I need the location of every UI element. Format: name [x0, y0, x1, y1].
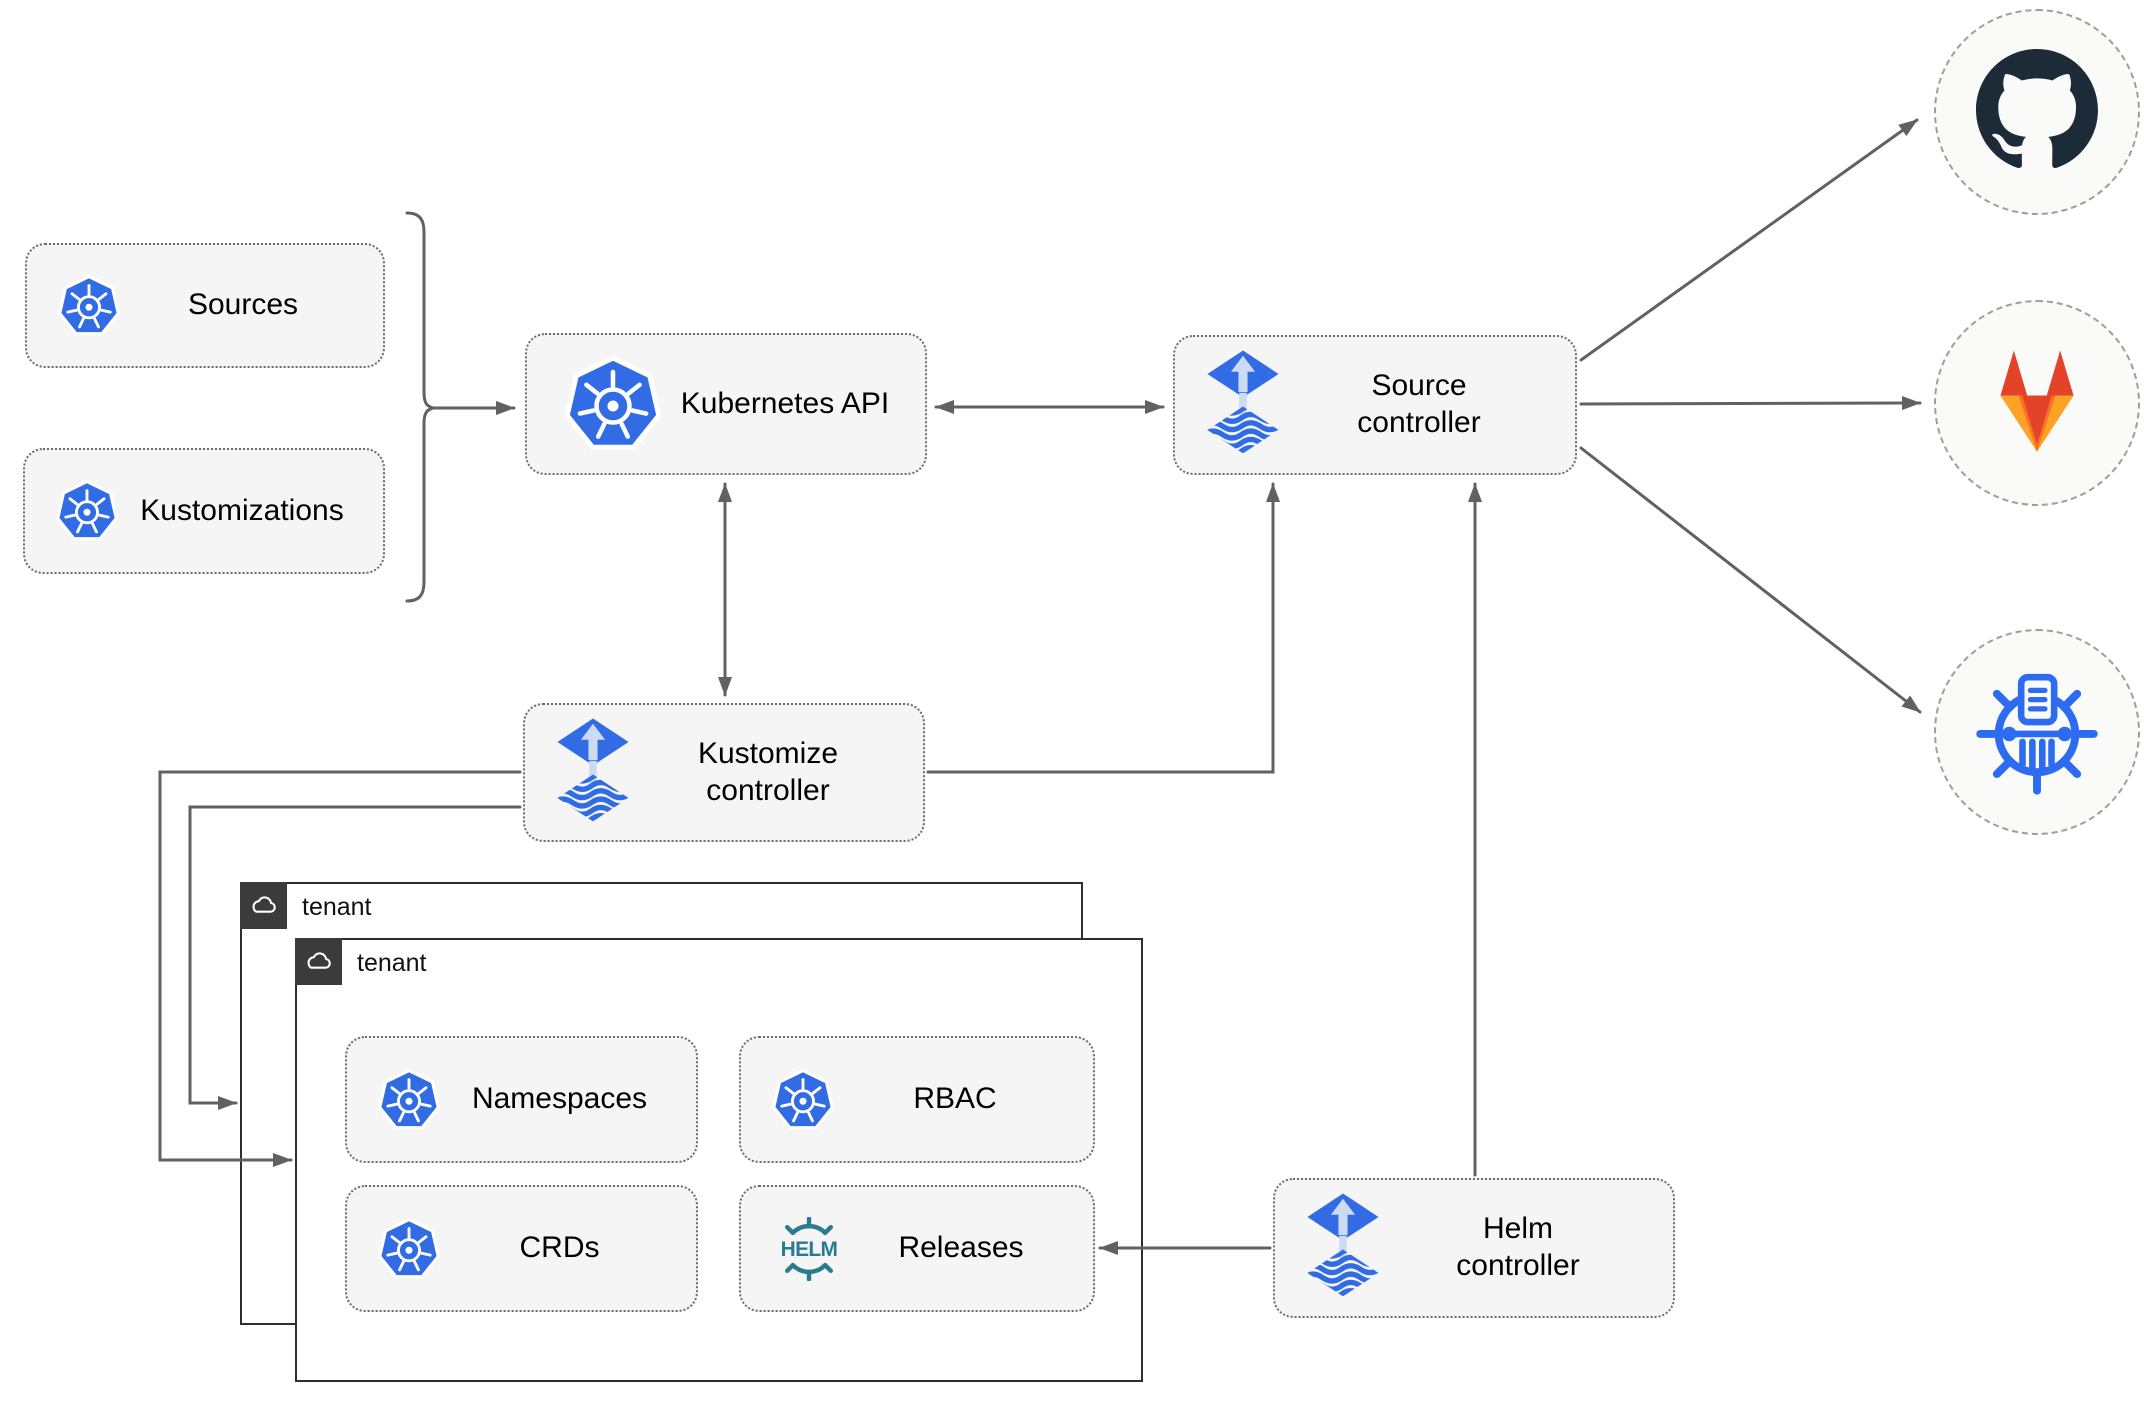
node-kustomize-controller: Kustomize controller	[523, 703, 925, 842]
node-kustomizations: Kustomizations	[23, 448, 385, 574]
edge-kustomize-to-source-controller	[926, 482, 1280, 774]
node-label: Helm controller	[1456, 1212, 1580, 1282]
cloud-icon	[294, 937, 342, 985]
gitlab-icon	[1976, 342, 2098, 464]
remote-github	[1934, 9, 2140, 215]
tenant-label: tenant	[302, 893, 372, 921]
helm-logo-text: HELM	[781, 1237, 838, 1260]
brace-sources-group	[405, 211, 439, 603]
node-label: Sources	[187, 288, 299, 322]
node-crds: CRDs	[345, 1185, 698, 1312]
remote-helm-repository	[1934, 629, 2140, 835]
remote-gitlab	[1934, 300, 2140, 506]
helm-repository-icon	[1971, 664, 2103, 801]
node-kubernetes-api: Kubernetes API	[525, 333, 927, 475]
node-rbac: RBAC	[739, 1036, 1095, 1163]
flux-icon	[555, 717, 631, 829]
node-helm-controller: Helm controller	[1273, 1178, 1675, 1318]
kubernetes-icon	[55, 479, 119, 543]
tenant-label: tenant	[357, 949, 427, 977]
flux-icon	[1205, 349, 1281, 461]
edge-source-to-helm-repository	[1579, 446, 1922, 714]
kubernetes-icon	[377, 1068, 441, 1132]
node-label: Kustomizations	[140, 493, 344, 527]
edge-source-to-gitlab	[1579, 396, 1922, 411]
kubernetes-icon	[57, 274, 121, 338]
node-label: Kustomize controller	[697, 736, 839, 807]
tenant-box-front: tenant Namespaces RBAC CRDs	[294, 937, 1143, 1382]
node-source-controller: Source controller	[1173, 335, 1577, 475]
node-label: Source controller	[1357, 369, 1481, 439]
kubernetes-icon	[771, 1068, 835, 1132]
kubernetes-icon	[377, 1217, 441, 1281]
node-namespaces: Namespaces	[345, 1036, 698, 1163]
node-label: CRDs	[519, 1231, 600, 1265]
node-sources: Sources	[25, 243, 385, 368]
helm-icon: HELM	[771, 1216, 847, 1281]
flux-icon	[1305, 1192, 1381, 1304]
node-label: Kubernetes API	[680, 386, 890, 420]
node-label: Namespaces	[471, 1082, 648, 1116]
edge-source-to-github	[1579, 118, 1919, 362]
node-label: Releases	[898, 1231, 1024, 1265]
node-releases: HELM Releases	[739, 1185, 1095, 1312]
node-label: RBAC	[913, 1082, 997, 1116]
kubernetes-icon	[563, 354, 663, 454]
github-icon	[1976, 49, 2098, 176]
cloud-icon	[239, 881, 287, 929]
